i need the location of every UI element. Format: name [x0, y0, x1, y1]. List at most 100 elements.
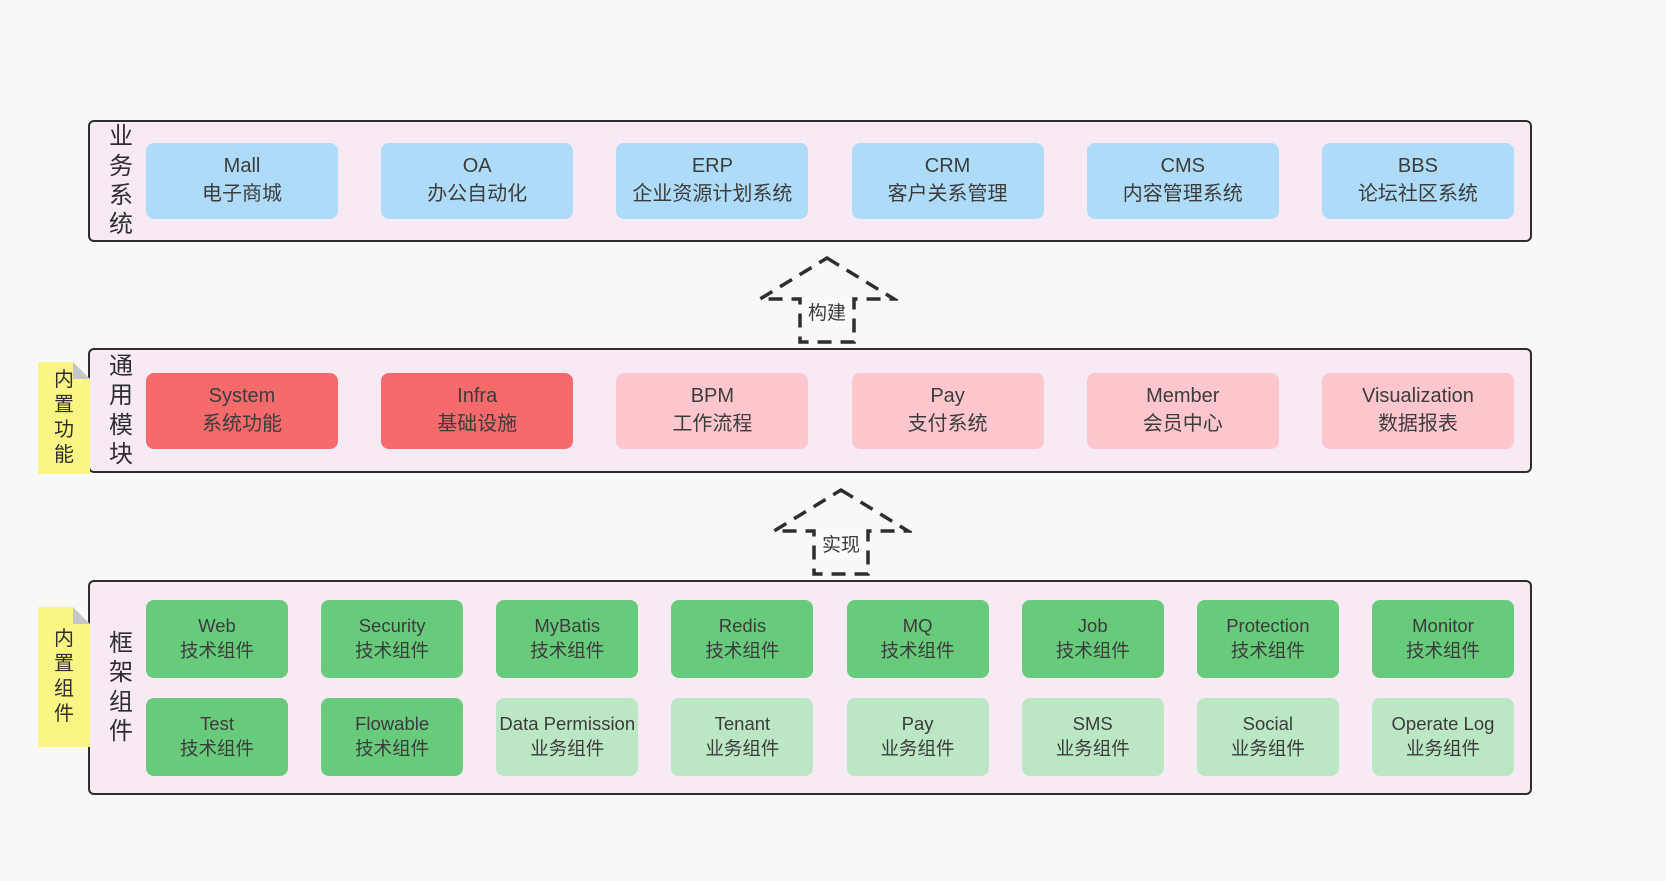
box-crm: CRM 客户关系管理 — [851, 143, 1044, 219]
box-title: System — [208, 384, 276, 407]
box-subtitle: 技术组件 — [530, 639, 605, 661]
box-title: Monitor — [1412, 614, 1474, 636]
band-business-boxes: Mall 电子商城 OA 办公自动化 ERP 企业资源计划系统 CRM 客户关系管理 CMS 内容… — [138, 122, 1530, 240]
box-subtitle: 企业资源计划系统 — [632, 183, 793, 205]
box-redis: Redis 技术组件 — [671, 599, 814, 678]
box-subtitle: 技术组件 — [179, 737, 254, 759]
box-pay: Pay 支付系统 — [851, 372, 1044, 449]
arrow-implement: 实现 — [770, 487, 912, 577]
box-flowable: Flowable 技术组件 — [321, 697, 464, 776]
box-subtitle: 支付系统 — [907, 412, 988, 435]
dashed-up-arrow-icon — [770, 487, 912, 576]
box-title: Social — [1242, 712, 1294, 734]
box-subtitle: 基础设施 — [437, 412, 518, 435]
box-subtitle: 业务组件 — [530, 737, 605, 759]
box-title: Pay — [930, 384, 965, 407]
box-title: Operate Log — [1391, 712, 1495, 734]
box-subtitle: 技术组件 — [705, 639, 780, 661]
box-title: CMS — [1160, 155, 1205, 178]
box-subtitle: 客户关系管理 — [887, 183, 1008, 205]
box-subtitle: 电子商城 — [202, 183, 282, 205]
box-subtitle: 业务组件 — [1405, 737, 1480, 759]
box-test: Test 技术组件 — [146, 697, 288, 776]
box-mall: Mall 电子商城 — [146, 143, 338, 219]
box-title: Infra — [457, 384, 498, 407]
box-subtitle: 技术组件 — [880, 639, 955, 661]
dashed-up-arrow-icon — [756, 255, 898, 344]
box-subtitle: 技术组件 — [355, 737, 430, 759]
box-title: ERP — [691, 155, 733, 178]
box-tenant: Tenant 业务组件 — [671, 697, 814, 776]
box-title: MQ — [902, 614, 933, 636]
band-business-systems: 业务系统 Mall 电子商城 OA 办公自动化 ERP 企业资源计划系统 CRM 客户关系管理… — [88, 120, 1532, 242]
box-title: CRM — [924, 155, 971, 178]
band-common-modules: 通用模块 System 系统功能 Infra 基础设施 BPM 工作流程 Pay 支付系统 Me… — [88, 348, 1532, 473]
box-subtitle: 工作流程 — [672, 412, 753, 435]
box-title: OA — [462, 155, 492, 178]
band-modules-boxes: System 系统功能 Infra 基础设施 BPM 工作流程 Pay 支付系统 Member 会… — [138, 350, 1530, 471]
box-subtitle: 系统功能 — [202, 412, 282, 435]
box-subtitle: 内容管理系统 — [1122, 183, 1243, 205]
box-bbs: BBS 论坛社区系统 — [1321, 143, 1514, 219]
sticky-note-builtin-features: 内置功能 — [38, 362, 90, 474]
box-operate-log: Operate Log 业务组件 — [1371, 697, 1514, 776]
box-subtitle: 办公自动化 — [427, 183, 528, 205]
sticky-note-label: 内置组件 — [54, 628, 74, 725]
box-subtitle: 论坛社区系统 — [1357, 183, 1478, 205]
box-title: Protection — [1226, 614, 1310, 636]
box-title: Member — [1146, 384, 1220, 407]
box-oa: OA 办公自动化 — [381, 143, 574, 219]
box-social: Social 业务组件 — [1196, 697, 1339, 776]
box-job: Job 技术组件 — [1021, 599, 1164, 678]
box-infra: Infra 基础设施 — [381, 372, 574, 449]
box-title: MyBatis — [534, 614, 601, 636]
box-member: Member 会员中心 — [1086, 372, 1279, 449]
box-title: Web — [198, 614, 236, 636]
box-title: Redis — [718, 614, 767, 636]
box-subtitle: 技术组件 — [1405, 639, 1480, 661]
box-title: Flowable — [355, 712, 430, 734]
box-title: Tenant — [714, 712, 771, 734]
box-web: Web 技术组件 — [146, 599, 288, 678]
arrow-build-label: 构建 — [803, 297, 851, 326]
box-monitor: Monitor 技术组件 — [1371, 599, 1514, 678]
band-modules-label: 通用模块 — [109, 352, 133, 468]
arrow-build: 构建 — [756, 255, 898, 345]
box-subtitle: 业务组件 — [705, 737, 780, 759]
box-subtitle: 技术组件 — [355, 639, 430, 661]
box-title: Test — [200, 712, 234, 734]
box-security: Security 技术组件 — [321, 599, 464, 678]
box-subtitle: 业务组件 — [1230, 737, 1305, 759]
box-title: SMS — [1072, 712, 1113, 734]
box-subtitle: 会员中心 — [1142, 412, 1223, 435]
box-subtitle: 技术组件 — [1055, 639, 1130, 661]
box-title: Security — [358, 614, 426, 636]
box-title: BPM — [690, 384, 735, 407]
band-business-label: 业务系统 — [109, 123, 133, 239]
box-title: BBS — [1397, 155, 1438, 178]
box-title: Job — [1077, 614, 1108, 636]
arrow-implement-label: 实现 — [817, 529, 865, 558]
sticky-note-builtin-components: 内置组件 — [38, 607, 90, 747]
box-subtitle: 技术组件 — [179, 639, 254, 661]
box-cms: CMS 内容管理系统 — [1086, 143, 1279, 219]
box-mybatis: MyBatis 技术组件 — [496, 599, 639, 678]
box-row: Mall 电子商城 OA 办公自动化 ERP 企业资源计划系统 CRM 客户关系管理 CMS 内容… — [146, 143, 1514, 219]
box-title: Visualization — [1361, 384, 1474, 407]
box-title: Data Permission — [499, 712, 636, 734]
sticky-note-label: 内置功能 — [54, 369, 74, 466]
box-row: System 系统功能 Infra 基础设施 BPM 工作流程 Pay 支付系统 Member 会… — [146, 372, 1514, 449]
box-system: System 系统功能 — [146, 372, 338, 449]
box-title: Mall — [223, 155, 261, 178]
box-mq: MQ 技术组件 — [846, 599, 989, 678]
box-subtitle: 业务组件 — [880, 737, 955, 759]
